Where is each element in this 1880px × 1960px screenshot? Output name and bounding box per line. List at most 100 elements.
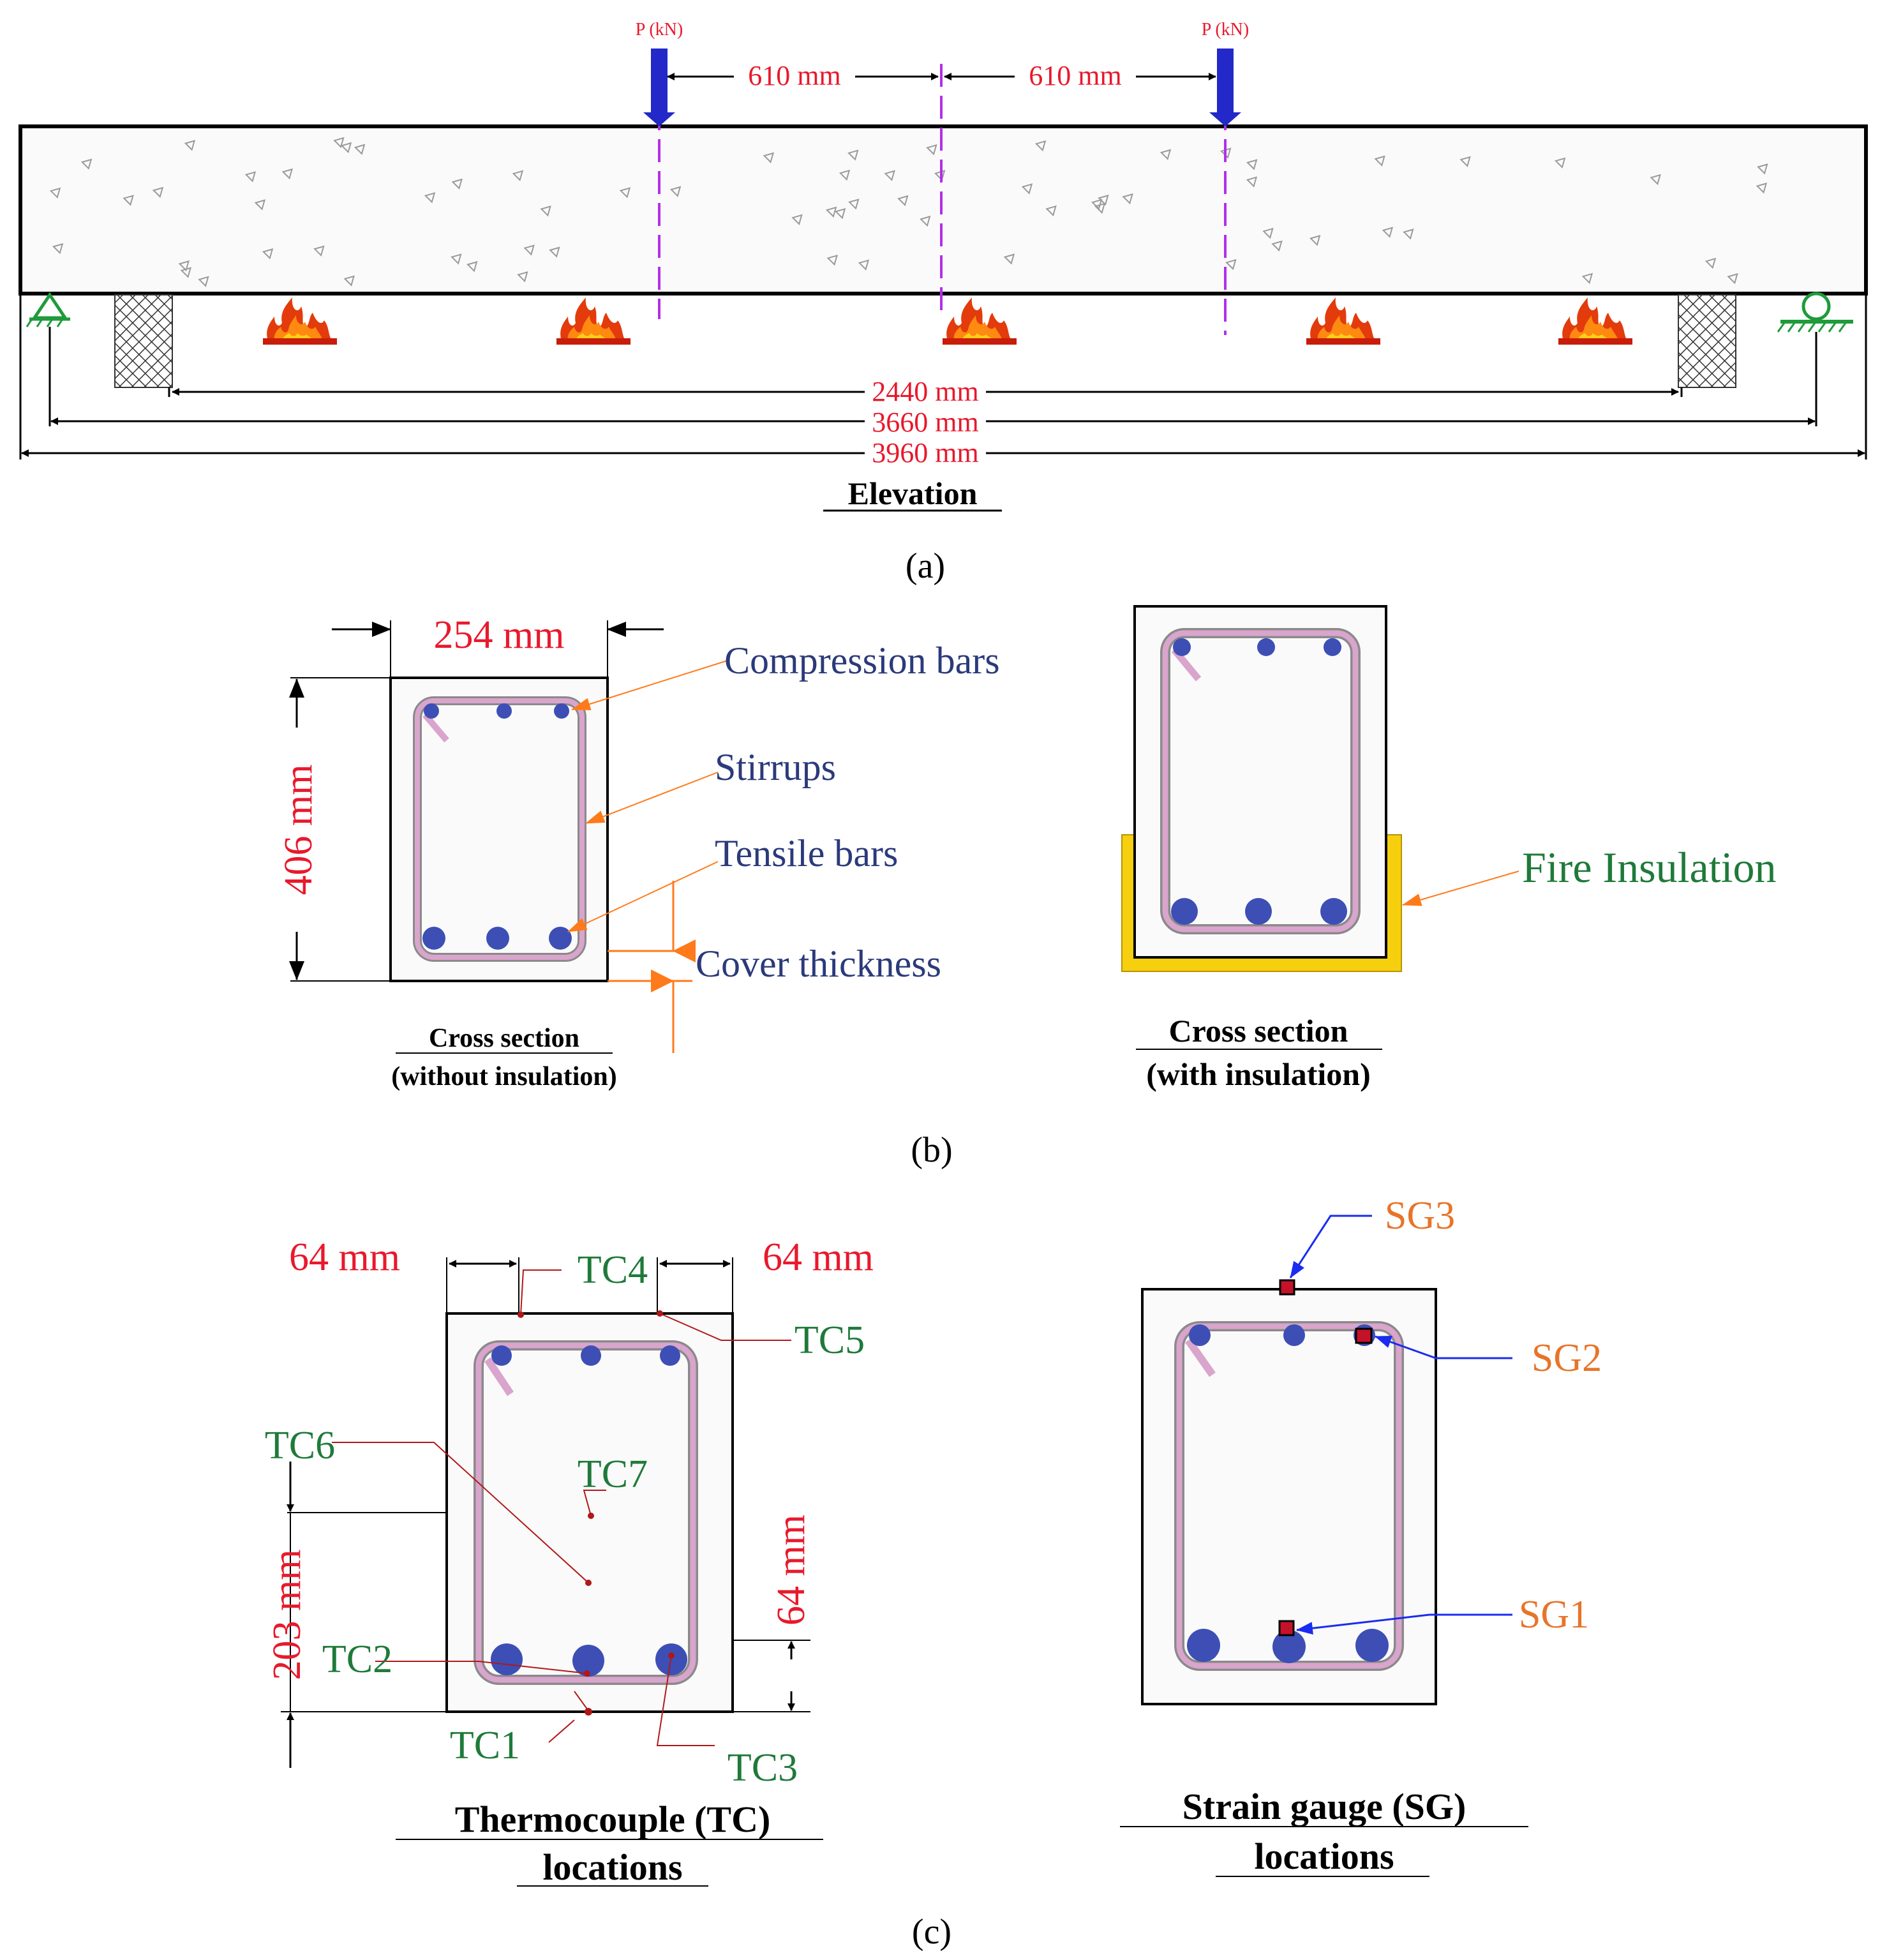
load-label-left: P (kN) — [636, 20, 683, 40]
tensile-bar — [486, 927, 509, 950]
panel-c-instrumentation: 64 mm 64 mm 203 mm 64 mm TC1 TC2 TC3 T — [265, 1194, 1602, 1952]
sg-title: Strain gauge (SG) — [1182, 1786, 1466, 1827]
aggregate-mark — [1705, 257, 1717, 269]
sg1-label: SG1 — [1519, 1593, 1589, 1636]
aggregate-mark — [847, 149, 859, 161]
dim-label-3960: 3960 mm — [872, 437, 978, 468]
aggregate-mark — [512, 170, 524, 181]
tc4-label: TC4 — [578, 1248, 648, 1292]
aggregate-mark — [920, 215, 931, 227]
section-left-title: Cross section — [429, 1024, 579, 1053]
aggregate-mark — [1271, 240, 1283, 252]
load-arrow-left — [643, 49, 675, 126]
aggregate-mark — [178, 260, 190, 272]
panel-b-cross-sections: 254 mm 406 mm Compression bars Stirrups … — [277, 605, 1777, 1170]
aggregate-mark — [343, 275, 355, 287]
unexposed-zone-right — [1678, 294, 1736, 388]
aggregate-mark — [123, 195, 134, 206]
beam-elevation — [19, 124, 1868, 295]
aggregate-mark — [1122, 193, 1133, 205]
aggregate-mark — [934, 170, 946, 181]
fire-icon-3 — [943, 297, 1017, 345]
aggregate-mark — [1045, 205, 1057, 217]
section-left-subtitle: (without insulation) — [391, 1062, 617, 1091]
dim-label-2440: 2440 mm — [872, 376, 978, 407]
width-dim-label: 254 mm — [434, 613, 565, 657]
tc3-label: TC3 — [727, 1746, 798, 1790]
aggregate-mark — [313, 245, 325, 257]
strain-gauge-2 — [1355, 1328, 1373, 1344]
aggregate-mark — [1309, 235, 1321, 246]
tensile-bar — [422, 927, 445, 950]
strain-gauge-3 — [1279, 1279, 1295, 1296]
aggregate-mark — [424, 192, 436, 204]
stirrup-right — [1162, 630, 1359, 932]
aggregate-mark — [184, 140, 196, 151]
sg3-label: SG3 — [1385, 1194, 1455, 1238]
height-dim-label: 406 mm — [277, 765, 320, 895]
aggregate-mark — [1459, 156, 1471, 167]
aggregate-mark — [244, 171, 257, 183]
elevation-title: Elevation — [848, 475, 978, 511]
fire-icon-1 — [263, 297, 337, 345]
aggregate-mark — [80, 158, 93, 170]
caption-a: (a) — [906, 546, 945, 586]
tc-dim-side: 64 mm — [770, 1515, 813, 1626]
concrete-aggregate-texture — [49, 137, 1768, 287]
compression-bar — [554, 703, 569, 719]
compression-bar — [496, 703, 512, 719]
section-right-title: Cross section — [1168, 1013, 1348, 1049]
aggregate-mark — [1727, 273, 1738, 285]
aggregate-mark — [826, 254, 838, 266]
tc-dim-height: 203 mm — [265, 1550, 309, 1680]
aggregate-mark — [180, 267, 192, 278]
tc1-label: TC1 — [450, 1724, 520, 1767]
aggregate-mark — [1650, 174, 1661, 186]
aggregate-mark — [839, 169, 851, 181]
aggregate-mark — [1756, 183, 1768, 194]
aggregate-mark — [848, 198, 860, 210]
fire-icon-5 — [1558, 297, 1632, 345]
aggregate-mark — [517, 271, 528, 283]
tc5-label: TC5 — [795, 1319, 865, 1362]
aggregate-mark — [254, 199, 266, 211]
dim-label-610-right: 610 mm — [1029, 60, 1121, 91]
aggregate-mark — [1246, 176, 1258, 188]
label-cover-thickness: Cover thickness — [696, 943, 941, 985]
aggregate-mark — [1581, 273, 1593, 284]
label-tensile-bars: Tensile bars — [715, 832, 898, 874]
aggregate-mark — [333, 137, 345, 149]
aggregate-mark — [152, 186, 164, 198]
aggregate-mark — [1403, 228, 1414, 240]
aggregate-mark — [1091, 198, 1103, 210]
aggregate-mark — [1374, 155, 1385, 167]
aggregate-mark — [1262, 227, 1274, 239]
label-stirrups: Stirrups — [715, 746, 836, 788]
load-arrow-right — [1209, 49, 1241, 126]
aggregate-mark — [858, 259, 870, 271]
aggregate-mark — [1003, 253, 1015, 265]
aggregate-mark — [523, 244, 535, 256]
aggregate-mark — [1098, 194, 1109, 206]
aggregate-mark — [1757, 163, 1768, 175]
label-fire-insulation: Fire Insulation — [1522, 843, 1777, 892]
aggregate-mark — [669, 186, 682, 197]
aggregate-mark — [834, 207, 846, 220]
aggregate-mark — [198, 276, 209, 287]
aggregate-mark — [49, 187, 61, 199]
aggregate-mark — [52, 243, 64, 255]
tc-dim-right: 64 mm — [763, 1236, 874, 1279]
aggregate-mark — [451, 178, 463, 190]
fire-icon-4 — [1306, 297, 1380, 345]
panel-a-elevation: P (kN) P (kN) 610 mm 610 mm — [19, 20, 1868, 586]
load-label-right: P (kN) — [1202, 20, 1249, 40]
aggregate-mark — [1382, 227, 1394, 238]
tc-title: Thermocouple (TC) — [455, 1799, 771, 1840]
aggregate-mark — [825, 206, 837, 218]
aggregate-mark — [1034, 140, 1047, 152]
aggregate-mark — [281, 168, 293, 180]
aggregate-mark — [354, 144, 366, 155]
aggregate-mark — [340, 142, 352, 154]
fire-icon-2 — [556, 297, 630, 345]
